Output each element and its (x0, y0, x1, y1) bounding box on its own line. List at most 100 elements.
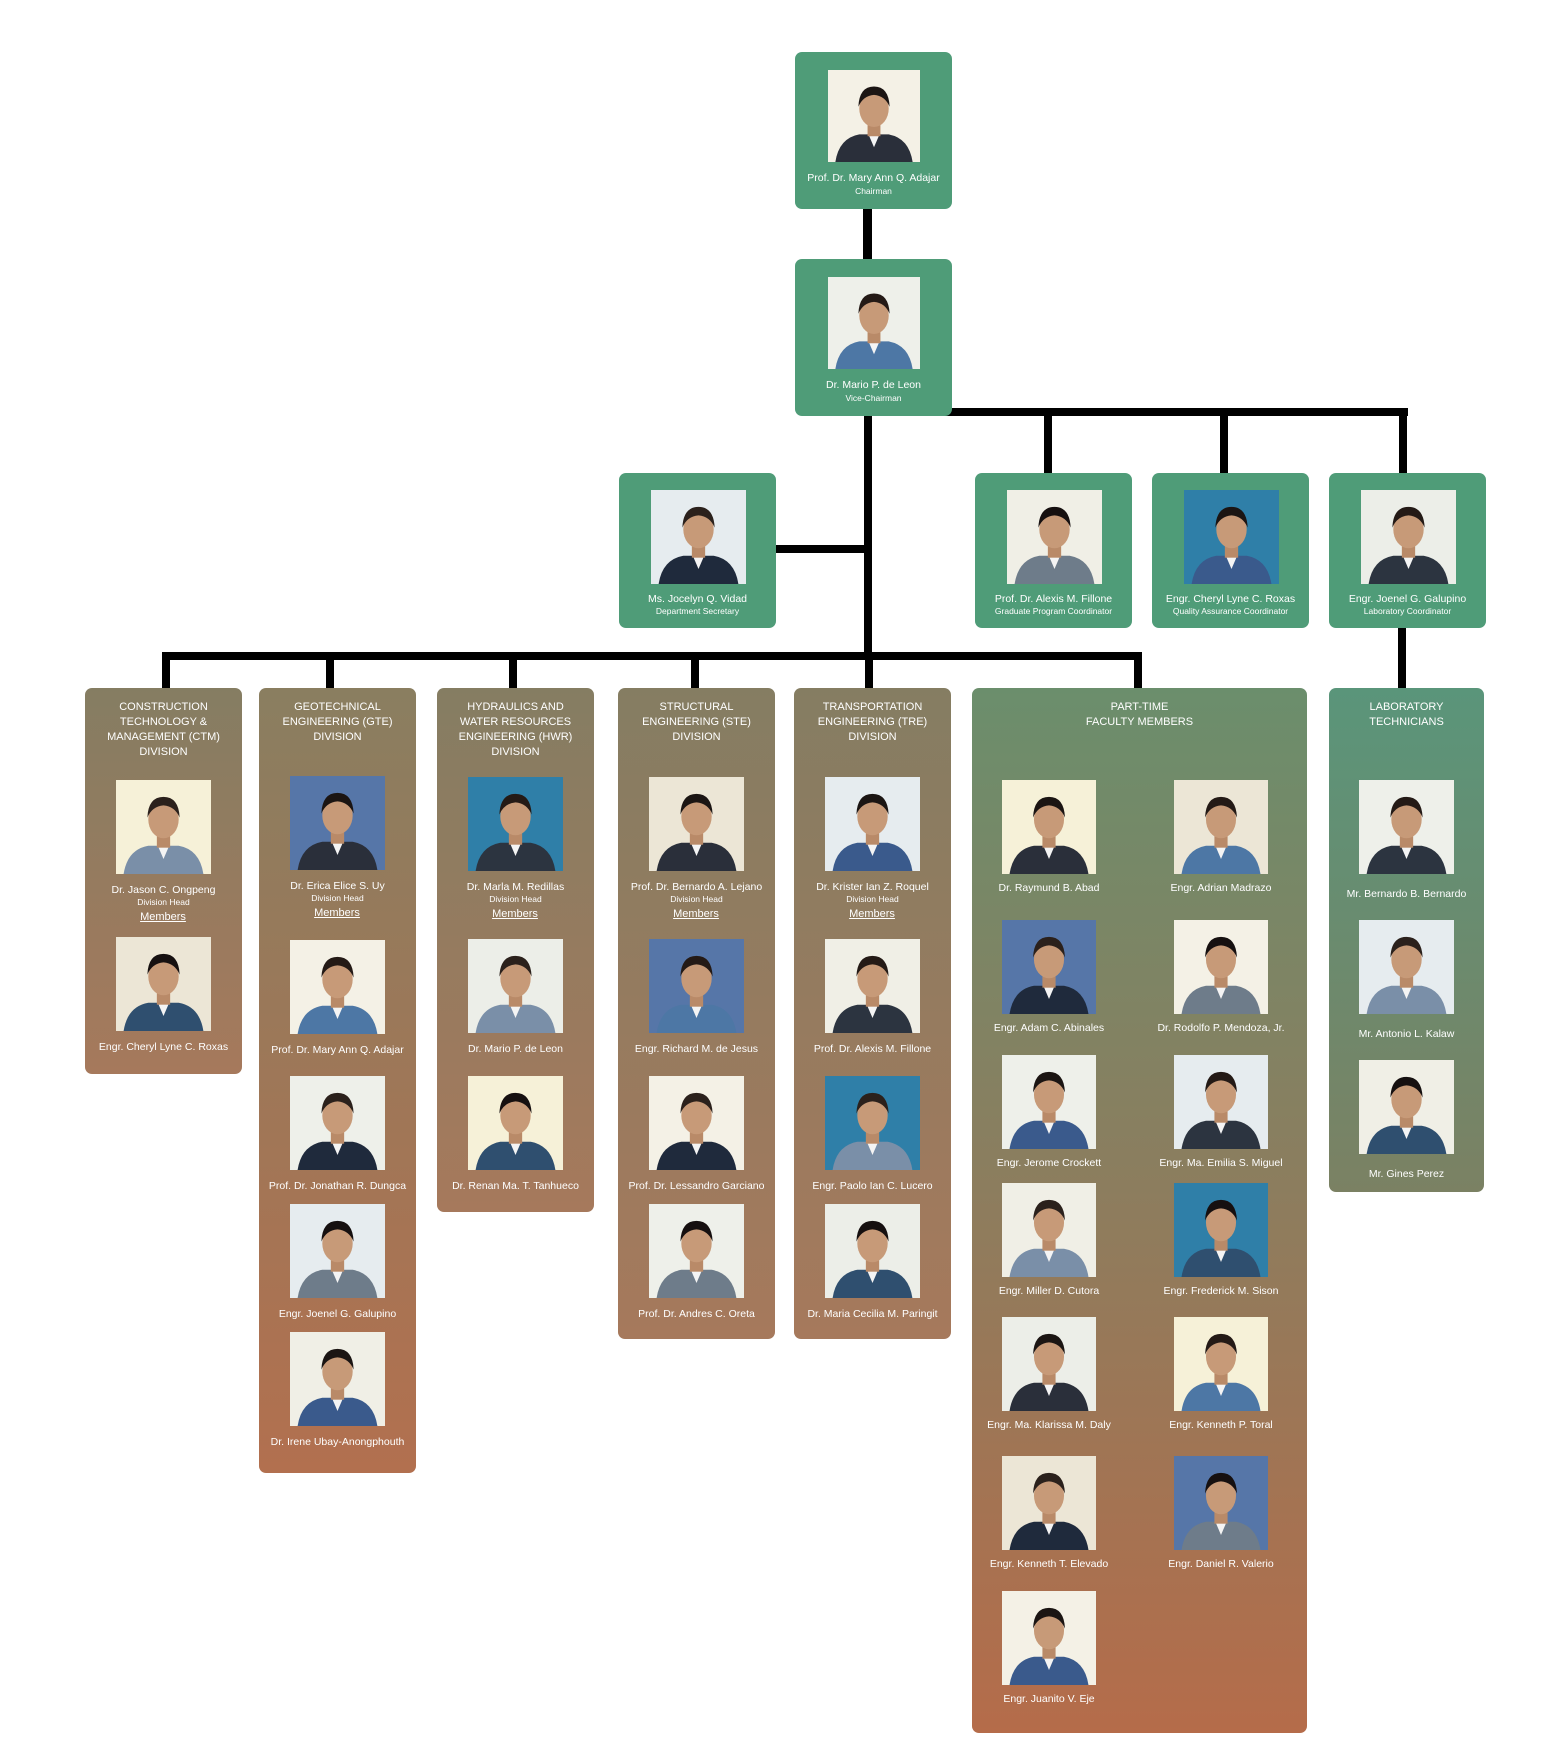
member-photo (290, 1332, 385, 1426)
member-name: Prof. Dr. Jonathan R. Dungca (268, 1180, 407, 1192)
lab-technician-photo (1359, 920, 1454, 1014)
division-drop-4 (691, 652, 699, 688)
member-photo (116, 937, 211, 1031)
member-photo (825, 1076, 920, 1170)
vice-chairman-box-name: Dr. Mario P. de Leon (826, 379, 921, 391)
division-title-line: TRANSPORTATION (822, 701, 923, 713)
member-photo (825, 1204, 920, 1298)
division-drop-1 (162, 652, 170, 688)
division-title-line: DIVISION (672, 731, 721, 743)
coordinator-photo (1007, 490, 1102, 584)
division-head-role: Division Head (670, 894, 723, 904)
division-title-line: STRUCTURAL (659, 701, 734, 713)
members-label: Members (849, 908, 895, 920)
member-name: Dr. Mario P. de Leon (468, 1043, 563, 1055)
division-head-photo (290, 776, 385, 870)
member-photo (649, 1076, 744, 1170)
division-head-photo (825, 777, 920, 871)
coordinator-photo (1361, 490, 1456, 584)
members-label: Members (492, 908, 538, 920)
member-name: Dr. Renan Ma. T. Tanhueco (452, 1180, 579, 1192)
member-name: Engr. Joenel G. Galupino (278, 1308, 397, 1320)
member-name: Engr. Paolo Ian C. Lucero (812, 1180, 933, 1192)
secretary-name: Ms. Jocelyn Q. Vidad (647, 593, 748, 605)
coordinator-name: Engr. Cheryl Lyne C. Roxas (1165, 593, 1296, 605)
secretary-photo (651, 490, 746, 584)
part-time-member-photo (1174, 1456, 1268, 1550)
part-time-member-name: Engr. Ma. Klarissa M. Daly (987, 1419, 1111, 1431)
members-label: Members (140, 911, 186, 923)
member-photo (649, 1204, 744, 1298)
coordinator-photo (1184, 490, 1279, 584)
coordinator-name: Prof. Dr. Alexis M. Fillone (994, 593, 1113, 605)
division-head-role: Division Head (489, 894, 542, 904)
division-title-line: TECHNOLOGY & (119, 716, 208, 728)
vice-chairman-box-role: Vice-Chairman (845, 393, 902, 403)
member-photo (290, 940, 385, 1034)
part-time-member-photo (1174, 1055, 1268, 1149)
part-time-member-photo (1002, 1183, 1096, 1277)
lab-technician-photo (1359, 1060, 1454, 1154)
lab-technicians-title-line: TECHNICIANS (1369, 716, 1444, 728)
part-time-member-name: Engr. Daniel R. Valerio (1168, 1558, 1274, 1570)
member-name: Prof. Dr. Mary Ann Q. Adajar (271, 1044, 404, 1056)
division-head-photo (649, 777, 744, 871)
part-time-member-photo (1174, 780, 1268, 874)
part-time-member-photo (1174, 920, 1268, 1014)
part-time-member-name: Engr. Juanito V. Eje (1003, 1693, 1095, 1705)
lab-technician-name: Mr. Gines Perez (1368, 1168, 1445, 1180)
division-title-line: CONSTRUCTION (119, 701, 208, 713)
part-time-member-name: Engr. Adam C. Abinales (993, 1022, 1105, 1034)
division-head-name: Dr. Marla M. Redillas (466, 881, 565, 893)
part-time-member-photo (1002, 1317, 1096, 1411)
division-drop-6 (1134, 652, 1142, 688)
part-time-title-line: PART-TIME (1110, 701, 1169, 713)
division-drop-3 (509, 652, 517, 688)
coordinator-name: Engr. Joenel G. Galupino (1348, 593, 1467, 605)
part-time-member-name: Engr. Frederick M. Sison (1163, 1285, 1279, 1297)
part-time-member-photo (1002, 1591, 1096, 1685)
part-time-member-photo (1002, 1055, 1096, 1149)
division-drop-5 (865, 652, 873, 688)
division-bar (162, 652, 1142, 660)
coordinator-bar (864, 408, 1408, 416)
part-time-member-photo (1002, 780, 1096, 874)
member-photo (290, 1204, 385, 1298)
lab-technician-name: Mr. Antonio L. Kalaw (1358, 1028, 1455, 1040)
division-head-name: Dr. Krister Ian Z. Roquel (816, 881, 929, 893)
part-time-member-name: Engr. Miller D. Cutora (998, 1285, 1100, 1297)
chairman-box-photo (828, 70, 920, 162)
coordinator-role: Quality Assurance Coordinator (1172, 606, 1289, 616)
part-time-member-name: Dr. Rodolfo P. Mendoza, Jr. (1157, 1022, 1285, 1034)
division-title-line: HYDRAULICS AND (467, 701, 564, 713)
part-time-member-name: Engr. Jerome Crockett (996, 1157, 1102, 1169)
division-title-line: ENGINEERING (TRE) (817, 716, 928, 728)
main-trunk (864, 413, 872, 658)
division-title-line: DIVISION (848, 731, 897, 743)
member-name: Engr. Cheryl Lyne C. Roxas (98, 1041, 229, 1053)
member-name: Dr. Irene Ubay-Anongphouth (270, 1436, 405, 1448)
coordinator-drop-1 (1044, 408, 1052, 474)
member-photo (468, 1076, 563, 1170)
division-title-line: DIVISION (139, 746, 188, 758)
division-title-line: ENGINEERING (STE) (642, 716, 751, 728)
chairman-box-role: Chairman (855, 186, 892, 196)
division-title: STRUCTURAL ENGINEERING (STE) DIVISION (618, 700, 775, 745)
chairman-connector (863, 208, 872, 260)
division-title: TRANSPORTATION ENGINEERING (TRE) DIVISION (794, 700, 951, 745)
members-label: Members (314, 907, 360, 919)
division-title-line: DIVISION (491, 746, 540, 758)
vice-chairman-box-photo (828, 277, 920, 369)
member-name: Prof. Dr. Lessandro Garciano (628, 1180, 765, 1192)
member-photo (290, 1076, 385, 1170)
